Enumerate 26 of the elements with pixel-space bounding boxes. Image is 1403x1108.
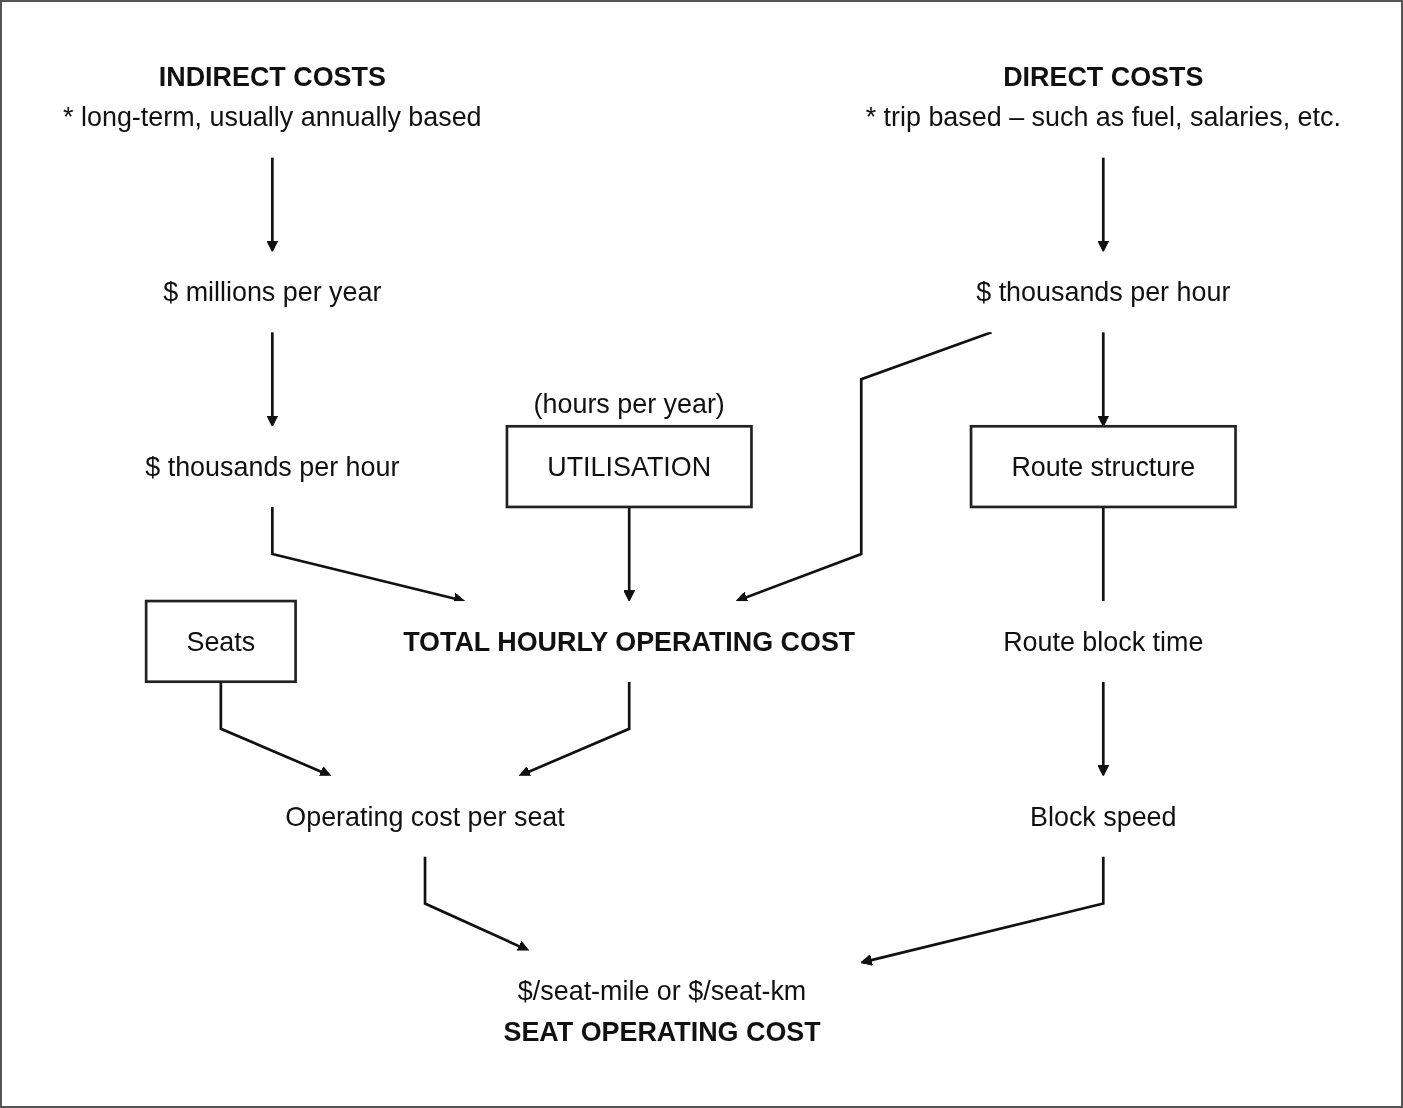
node-text: $ thousands per hour: [975, 277, 1230, 307]
arrow: [1096, 681, 1109, 777]
node-text: $ millions per year: [162, 277, 381, 307]
arrow: [859, 856, 1105, 966]
node-caption: (hours per year): [533, 388, 725, 419]
node-text: TOTAL HOURLY OPERATING COST: [402, 626, 855, 657]
node-text: INDIRECT COSTS * long-term, usually annually based: [62, 61, 482, 132]
connector: [1101, 506, 1105, 602]
arrow: [265, 332, 278, 427]
arrow: [423, 856, 529, 952]
node-text: DIRECT COSTS * trip based – such as fuel, salaries, etc.: [865, 61, 1341, 132]
arrow: [219, 681, 331, 778]
arrow: [622, 506, 635, 602]
arrow: [265, 157, 278, 253]
arrow: [518, 681, 631, 778]
node-text: Block speed: [1029, 801, 1177, 831]
arrow: [1096, 157, 1109, 253]
node-text: Operating cost per seat: [284, 801, 565, 831]
node-text: $/seat-mile or $/seat-km SEAT OPERATING COST: [502, 976, 821, 1047]
arrow: [735, 330, 992, 603]
node-box: Route structure: [969, 424, 1237, 509]
arrow: [1096, 332, 1109, 427]
node-text: Route block time: [1002, 626, 1203, 657]
node-box: Seats: [144, 599, 297, 684]
node-text: $ thousands per hour: [144, 451, 399, 482]
node-box: UTILISATION: [505, 424, 753, 509]
